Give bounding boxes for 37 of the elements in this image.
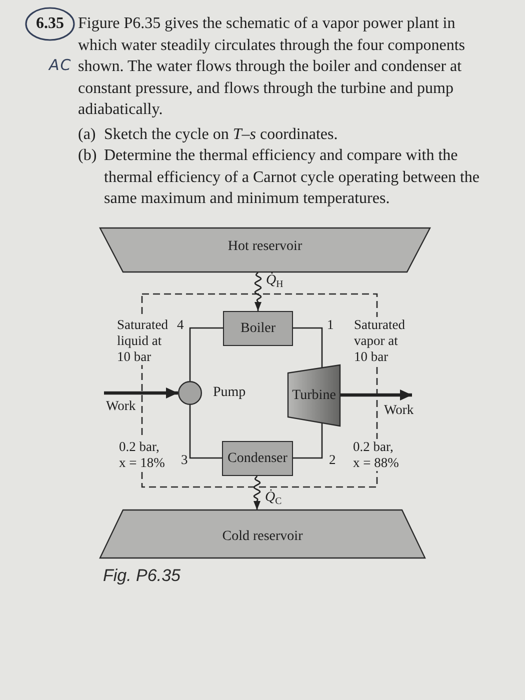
component-label: Turbine <box>292 388 336 404</box>
pipe-line <box>189 405 222 459</box>
component-label: Pump <box>213 385 246 401</box>
arrow <box>104 388 178 398</box>
boiler-block <box>223 311 293 346</box>
component-label: Condenser <box>228 450 288 466</box>
problem-number: 6.35 <box>36 14 64 34</box>
edge-label: Work <box>106 398 136 414</box>
pipe-line <box>189 327 223 381</box>
edge-label: Q̇$_{C}$ <box>265 489 282 507</box>
pipe-line <box>293 422 323 459</box>
part-marker: (a) <box>78 125 96 145</box>
edge-label: Q̇$_{H}$ <box>266 272 284 290</box>
question-text: Sketch the cycle on T–s coordinates. <box>104 125 339 145</box>
reservoir-band <box>100 228 430 272</box>
wavy-arrow <box>253 476 261 510</box>
edge-label: Work <box>384 402 414 418</box>
component-label: Boiler <box>240 320 276 336</box>
state-number: 3 <box>181 452 188 468</box>
problem-text: Figure P6.35 gives the schematic of a vapor power plant in which water steadily circulates through the four components shown. The water flows through the boiler and condenser at constant pressure, and flows through the turbine and pump adiabatically. <box>78 14 466 120</box>
arrow <box>340 390 412 400</box>
state-number: 4 <box>177 317 184 333</box>
state-number: 2 <box>329 452 336 468</box>
condenser-block <box>222 441 293 476</box>
pipe-line <box>293 327 323 368</box>
turbine-symbol <box>288 365 340 426</box>
reservoir-band <box>100 510 425 558</box>
reservoir-label: Cold reservoir <box>222 529 303 545</box>
state-description: 0.2 bar, x = 88% <box>353 439 401 471</box>
wavy-arrow <box>254 272 262 311</box>
state-number: 1 <box>327 317 334 333</box>
reservoir-label: Hot reservoir <box>228 239 302 255</box>
handwritten-note: AC <box>49 56 72 74</box>
question-text: Determine the thermal efficiency and compare with the thermal efficiency of a Carnot cycle operating between the same maximum and minimum temperatures. <box>104 146 481 209</box>
part-marker: (b) <box>78 146 97 166</box>
figure-caption: Fig. P6.35 <box>103 566 180 586</box>
state-description: 0.2 bar, x = 18% <box>119 439 167 471</box>
